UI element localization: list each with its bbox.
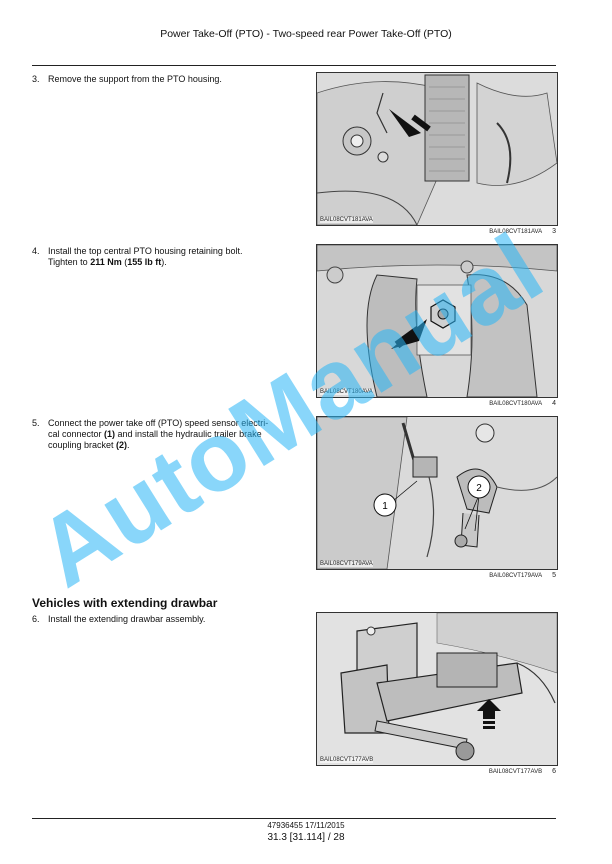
figure-3: BAIL08CVT181AVA xyxy=(316,72,558,226)
figure-ref-label: BAIL08CVT177AVB xyxy=(320,757,374,763)
step-number: 6. xyxy=(32,614,40,624)
step-3: 3. Remove the support from the PTO housin… xyxy=(32,74,302,85)
figure-6-caption: BAIL08CVT177AVB 6 xyxy=(316,768,556,775)
figure-5-illustration: 1 2 xyxy=(317,417,557,569)
step-text: ). xyxy=(161,257,167,267)
figure-caption-code: BAIL08CVT177AVB xyxy=(488,769,543,775)
torque-value-lbft: 155 lb ft xyxy=(127,257,162,267)
figure-4: BAIL08CVT180AVA xyxy=(316,244,558,398)
figure-3-caption: BAIL08CVT181AVA 3 xyxy=(316,228,556,235)
figure-caption-code: BAIL08CVT179AVA xyxy=(489,573,543,579)
figure-ref-label: BAIL08CVT179AVA xyxy=(320,561,373,567)
page-header-title: Power Take-Off (PTO) - Two-speed rear Po… xyxy=(160,28,452,40)
figure-5: 1 2 BAIL08CVT179AVA xyxy=(316,416,558,570)
step-text: Remove the support from the PTO housing. xyxy=(48,74,222,84)
callout-ref-2: (2) xyxy=(116,440,128,450)
callout-1: 1 xyxy=(382,501,388,512)
step-4: 4. Install the top central PTO housing re… xyxy=(32,246,302,268)
figure-number: 3 xyxy=(552,228,556,235)
step-text: cal connector xyxy=(48,429,105,439)
step-text: . xyxy=(127,440,130,450)
callout-2: 2 xyxy=(476,483,482,494)
step-text: and install the hydraulic trailer brake xyxy=(115,429,262,439)
figure-6: BAIL08CVT177AVB xyxy=(316,612,558,766)
figure-number: 4 xyxy=(552,400,556,407)
step-6: 6. Install the extending drawbar assembly… xyxy=(32,614,302,625)
step-text: ( xyxy=(121,257,128,267)
step-text: Install the extending drawbar assembly. xyxy=(48,614,206,624)
footer-doc-ref: 47936455 17/11/2015 xyxy=(267,821,345,830)
step-text: coupling bracket xyxy=(48,440,117,450)
torque-value-nm: 211 Nm xyxy=(90,257,122,267)
step-number: 3. xyxy=(32,74,40,84)
figure-ref-label: BAIL08CVT181AVA xyxy=(320,217,373,223)
figure-4-caption: BAIL08CVT180AVA 4 xyxy=(316,400,556,407)
step-number: 5. xyxy=(32,418,40,428)
figure-5-caption: BAIL08CVT179AVA 5 xyxy=(316,572,556,579)
footer-page-number: 31.3 [31.114] / 28 xyxy=(267,832,345,843)
figure-4-illustration xyxy=(317,245,557,397)
step-text: Tighten to xyxy=(48,257,91,267)
figure-caption-code: BAIL08CVT181AVA xyxy=(489,229,543,235)
figure-number: 6 xyxy=(552,768,556,775)
step-text: Connect the power take off (PTO) speed s… xyxy=(48,418,269,428)
header-rule xyxy=(32,65,556,66)
figure-ref-label: BAIL08CVT180AVA xyxy=(320,389,373,395)
step-text: Install the top central PTO housing reta… xyxy=(48,246,243,256)
figure-3-illustration xyxy=(317,73,557,225)
figure-6-illustration xyxy=(317,613,557,765)
figure-number: 5 xyxy=(552,572,556,579)
section-heading: Vehicles with extending drawbar xyxy=(32,596,218,610)
step-5: 5. Connect the power take off (PTO) speed… xyxy=(32,418,302,451)
callout-ref-1: (1) xyxy=(104,429,116,439)
step-number: 4. xyxy=(32,246,40,256)
footer-rule xyxy=(32,818,556,819)
figure-caption-code: BAIL08CVT180AVA xyxy=(489,401,543,407)
